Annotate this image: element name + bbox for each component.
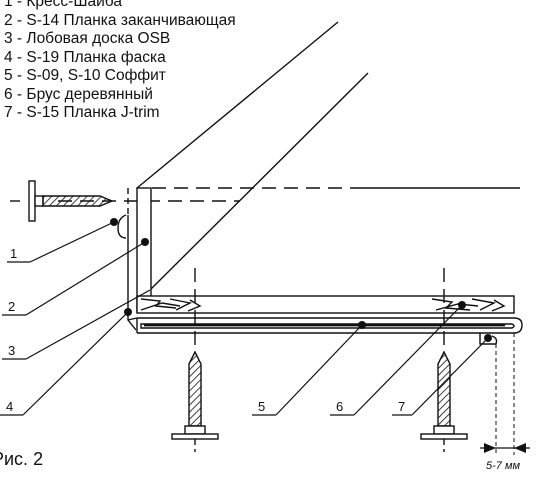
nail-shaft xyxy=(42,195,114,207)
legend-item-7: 7 - S-15 Планка J-trim xyxy=(4,104,160,121)
legend-item-3: 3 - Лобовая доска OSB xyxy=(4,30,171,47)
finishing-strip xyxy=(127,215,137,331)
callout-number-2: 2 xyxy=(8,299,15,314)
legend-item-2: 2 - S-14 Планка заканчивающая xyxy=(4,11,236,29)
callout-number-7: 7 xyxy=(398,399,405,414)
legend-item-4: 4 - S-19 Планка фаска xyxy=(4,48,166,66)
legend-item-1: 1 - Кресс-Шайба xyxy=(4,0,122,10)
dim-arrow-right xyxy=(514,443,526,453)
leader-7: 7 xyxy=(392,334,492,416)
callout-number-3: 3 xyxy=(8,343,15,358)
wood-grain-left xyxy=(140,298,202,312)
leader-1: 1 xyxy=(7,218,118,263)
dimension-label: 5-7 мм xyxy=(486,460,520,472)
screw-right xyxy=(420,268,468,452)
callout-number-1: 1 xyxy=(10,246,17,261)
nail-head xyxy=(34,195,44,207)
legend-item-6: 6 - Брус деревянный xyxy=(4,85,153,103)
legend-list: 1 - Кресс-Шайба 2 - S-14 Планка заканчив… xyxy=(4,0,236,123)
leader-6: 6 xyxy=(330,301,466,416)
soffit-panel xyxy=(127,317,523,334)
washer-head xyxy=(28,180,36,222)
callout-number-6: 6 xyxy=(336,399,343,414)
callout-number-5: 5 xyxy=(258,399,265,414)
leader-4: 4 xyxy=(0,308,132,416)
leader-3: 3 xyxy=(2,289,151,360)
callout-number-4: 4 xyxy=(6,399,13,414)
leader-5: 5 xyxy=(252,321,366,416)
roof-line-inner xyxy=(149,72,369,291)
legend-item-5: 5 - S-09, S-10 Соффит xyxy=(4,67,166,84)
screw-left xyxy=(171,268,219,452)
wooden-beam xyxy=(136,295,515,314)
wood-grain-right xyxy=(431,298,506,312)
leader-2: 2 xyxy=(2,238,149,316)
figure-caption: Рис. 2 xyxy=(0,449,44,469)
dim-arrow-left xyxy=(484,443,496,453)
roof-line-outer xyxy=(136,21,339,189)
finishing-strip-hook xyxy=(117,214,127,239)
